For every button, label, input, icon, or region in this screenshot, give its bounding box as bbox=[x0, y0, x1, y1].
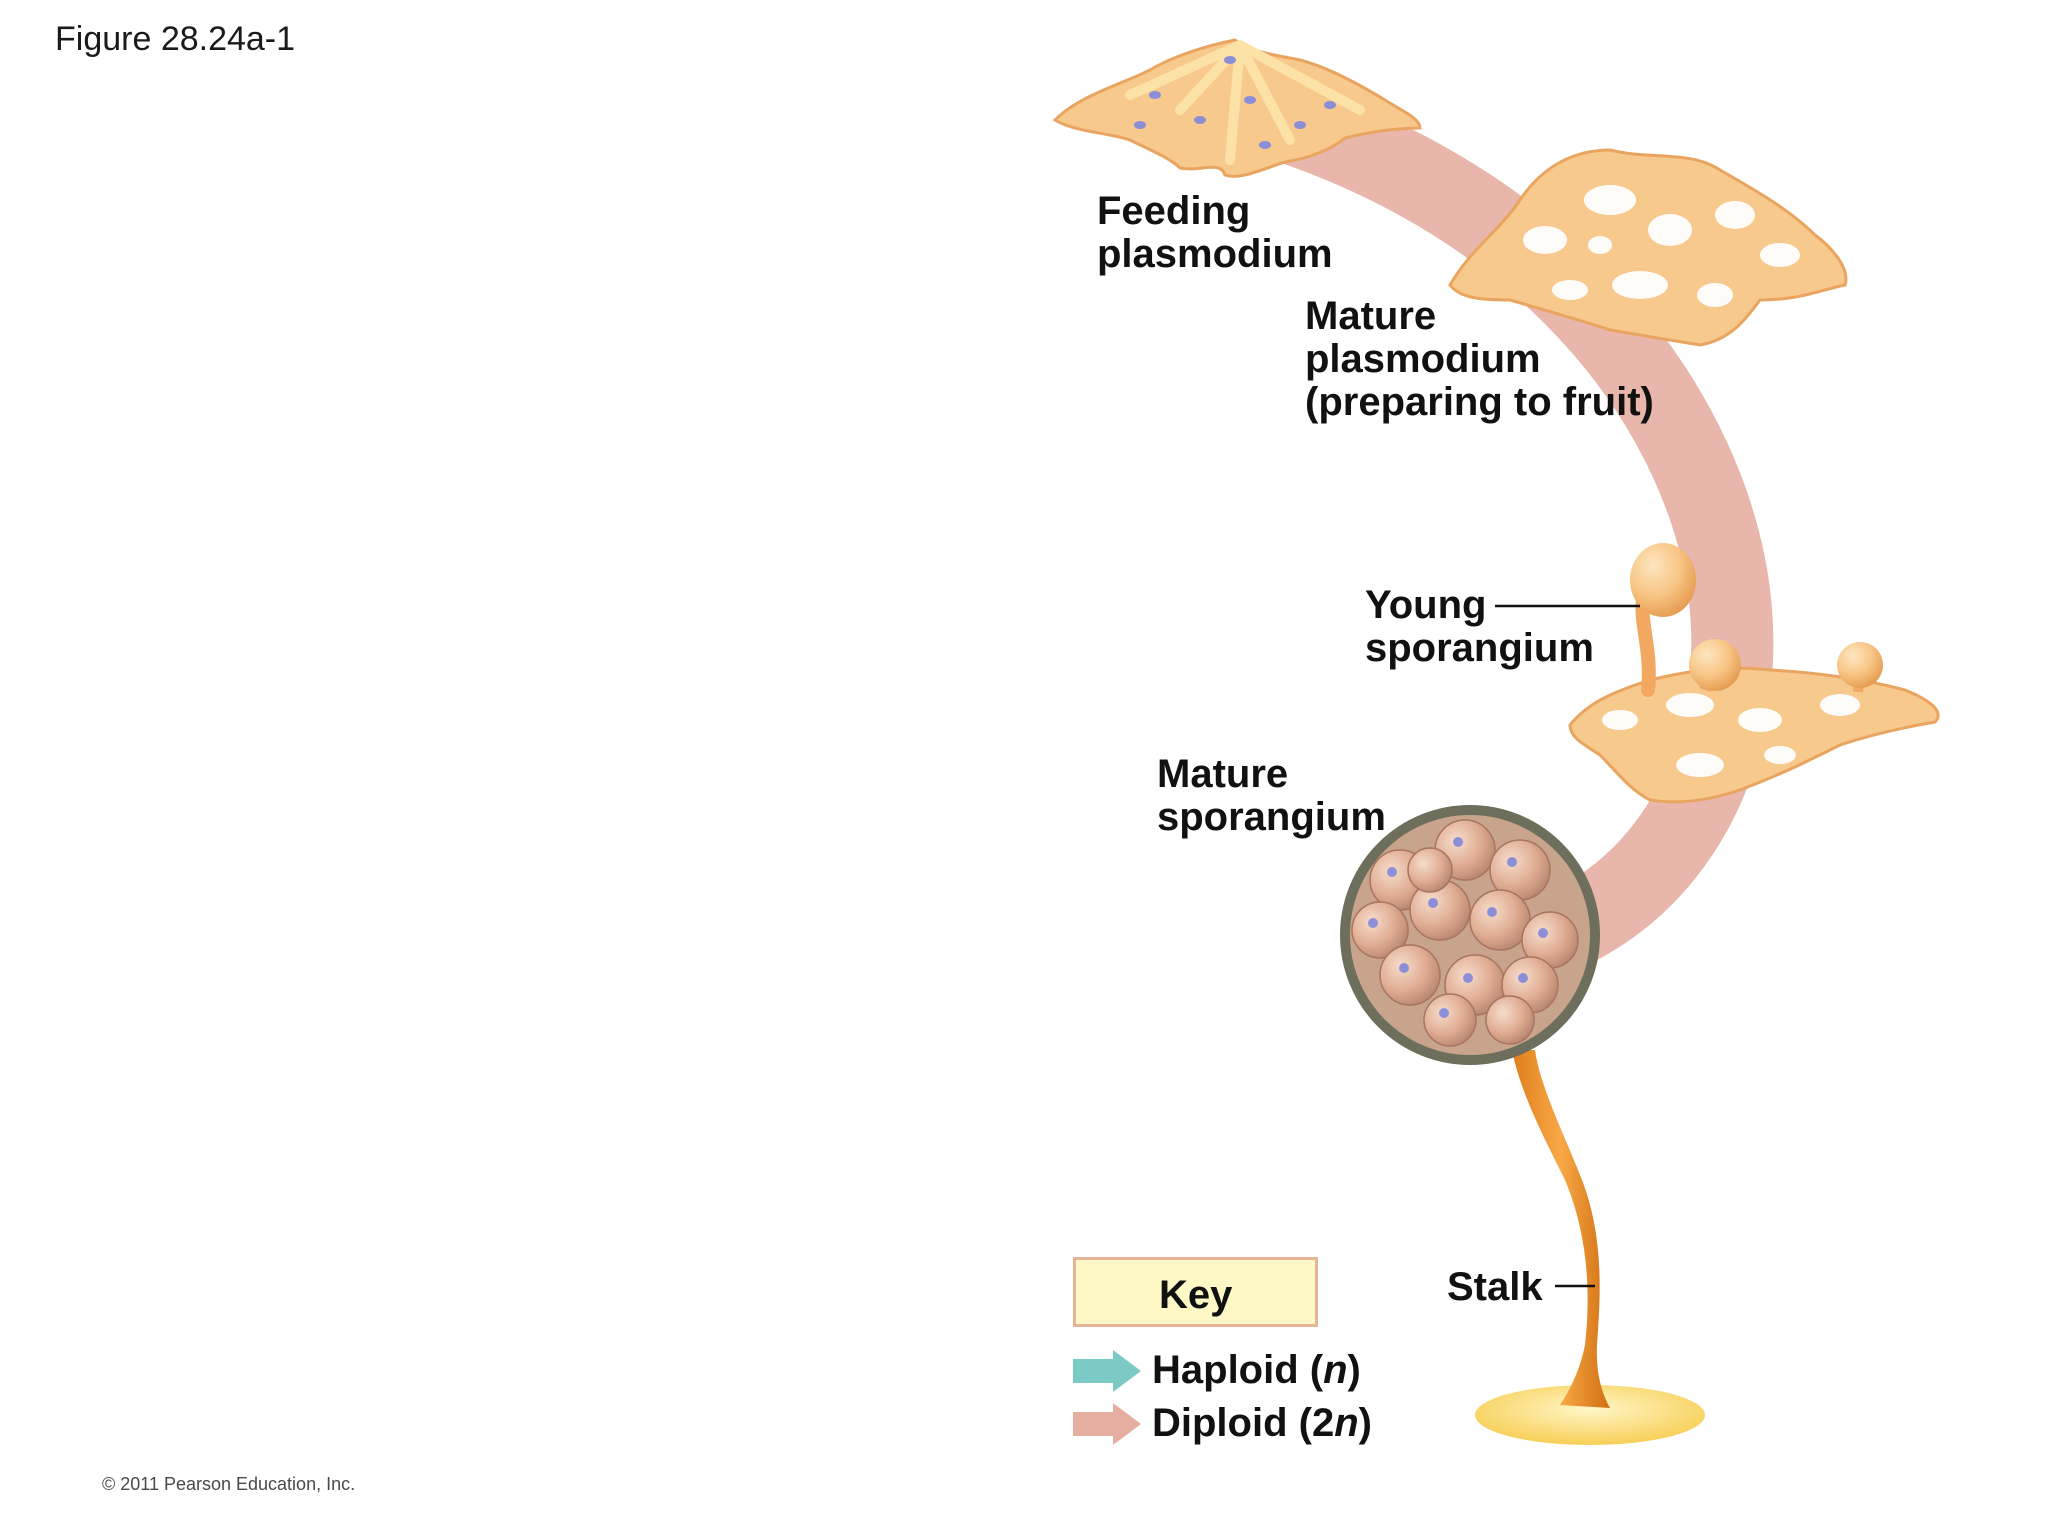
legend-text-part: ) bbox=[1358, 1401, 1372, 1445]
young-sporangium-label: Young sporangium bbox=[1365, 584, 1594, 670]
stalk-illustration bbox=[1475, 1050, 1705, 1445]
label-line: (preparing to fruit) bbox=[1305, 380, 1654, 424]
label-line: Mature bbox=[1157, 752, 1289, 796]
label-line: plasmodium bbox=[1097, 232, 1333, 276]
feeding-plasmodium-illustration bbox=[1052, 38, 1422, 178]
young-sporangium-illustration bbox=[1568, 543, 1940, 804]
diploid-cycle-arrow bbox=[1238, 70, 1774, 979]
haploid-arrow-icon bbox=[1073, 1350, 1141, 1392]
mature-sporangium-illustration bbox=[1340, 805, 1600, 1065]
copyright-notice: © 2011 Pearson Education, Inc. bbox=[102, 1474, 356, 1494]
key-title: Key bbox=[1159, 1273, 1233, 1317]
label-line: sporangium bbox=[1157, 795, 1386, 839]
mature-plasmodium-illustration bbox=[1448, 148, 1848, 347]
stalk-label: Stalk bbox=[1447, 1265, 1543, 1309]
label-line: plasmodium bbox=[1305, 337, 1541, 381]
label-line: Feeding bbox=[1097, 189, 1251, 233]
legend-haploid-label: Haploid (n) bbox=[1152, 1348, 1361, 1393]
feeding-plasmodium-label: Feeding plasmodium bbox=[1097, 190, 1333, 276]
figure-title: Figure 28.24a-1 bbox=[55, 20, 296, 58]
legend-diploid-label: Diploid (2n) bbox=[1152, 1401, 1372, 1446]
diploid-arrow-icon bbox=[1073, 1403, 1141, 1445]
label-line: sporangium bbox=[1365, 626, 1594, 670]
legend-text-part: ) bbox=[1347, 1348, 1361, 1392]
legend-text-part: Haploid ( bbox=[1152, 1348, 1324, 1392]
mature-plasmodium-label: Mature plasmodium (preparing to fruit) bbox=[1305, 295, 1654, 424]
legend-text-italic: n bbox=[1334, 1401, 1359, 1445]
label-line: Mature bbox=[1305, 294, 1437, 338]
legend-text-italic: n bbox=[1323, 1348, 1348, 1392]
legend-text-part: Diploid (2 bbox=[1152, 1401, 1335, 1445]
key-box: Key bbox=[1073, 1257, 1318, 1327]
label-line: Young bbox=[1365, 583, 1487, 627]
mature-sporangium-label: Mature sporangium bbox=[1157, 753, 1386, 839]
